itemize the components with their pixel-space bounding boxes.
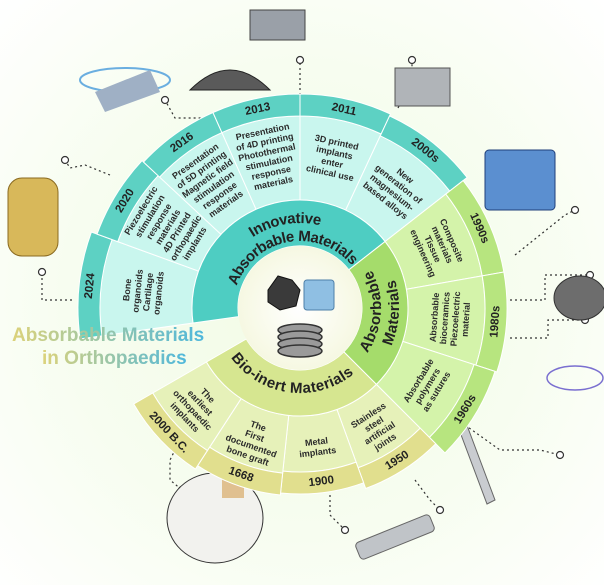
- description-line: Metal: [304, 435, 328, 448]
- bone-organoid-image: [7, 177, 59, 257]
- year-label: 2013: [244, 101, 272, 118]
- printed-implant-image: [394, 67, 451, 107]
- description-line: organoids: [130, 269, 144, 313]
- leader-end-dot: [37, 267, 47, 277]
- magnetic-printed-dome-image: [188, 69, 272, 91]
- category-label: Materials: [379, 279, 403, 348]
- leader-1960s: [464, 424, 561, 456]
- leader-end-dot: [160, 95, 170, 105]
- leader-end-dot: [435, 505, 445, 515]
- year-band: [133, 392, 209, 470]
- description-line: Bone: [121, 278, 133, 301]
- leader-1950: [414, 479, 441, 511]
- year-label: 1980s: [488, 305, 502, 338]
- timeline-segment: 2020Piezoelectricstimulationresponsemate…: [96, 159, 222, 272]
- illustrations: [7, 9, 604, 564]
- title-line-2: in Orthopaedics: [42, 348, 187, 369]
- suture-image: [546, 365, 604, 391]
- piezo-plate-image: [95, 70, 160, 112]
- description-line: enter: [320, 156, 344, 171]
- photothermal-scaffold-image: [249, 9, 306, 41]
- title-line-1: Absorbable Materials: [12, 325, 204, 346]
- leader-end-dot: [555, 450, 565, 460]
- timeline-segment: 2000 B.C.Theearliestorthopaedicimplants: [133, 361, 242, 470]
- lattice-cylinder-ring: [277, 344, 323, 358]
- magnesium-scaffold-image: [484, 149, 556, 211]
- black-porous-scaffold-image: [267, 275, 301, 311]
- timeline-segment: 1900 Metalimplants: [280, 408, 365, 495]
- segment-description: BoneorganoidsCartilageorganoids: [120, 268, 166, 316]
- leader-end-dot: [60, 155, 70, 165]
- segment-description: Metalimplants: [297, 435, 336, 460]
- description-line: Piezoelectric: [448, 291, 462, 347]
- description-line: Cartilage: [141, 272, 155, 311]
- blue-cube-scaffold-image: [303, 279, 335, 311]
- leader-1900: [329, 495, 346, 531]
- segment-description: AbsorbablebioceramicsPiezoelectricmateri…: [428, 290, 473, 348]
- leader-2020: [64, 159, 111, 176]
- year-label: 1900: [308, 474, 335, 489]
- year-label: 2011: [330, 101, 358, 118]
- center-images: [238, 246, 362, 370]
- leader-end-dot: [340, 525, 350, 535]
- year-band: [428, 363, 496, 454]
- leader-2000s: [514, 209, 576, 256]
- segment-description: Presentationof 4D printingPhotothermalst…: [233, 121, 303, 194]
- segment-description: CompositematerialsTissueengineering: [408, 215, 467, 278]
- description-line: material: [460, 302, 472, 337]
- leader-end-dot: [570, 205, 580, 215]
- leader-1980s: [510, 319, 585, 339]
- center-circle: [238, 246, 362, 370]
- description-line: Absorbable: [428, 292, 441, 342]
- description-line: implants: [299, 445, 337, 459]
- description-line: organoids: [151, 271, 165, 315]
- timeline-segment: 1980s AbsorbablebioceramicsPiezoelectricm…: [402, 271, 508, 373]
- year-label: 2024: [83, 272, 98, 299]
- leader-end-dot: [407, 55, 417, 65]
- metal-plate-image: [355, 514, 435, 560]
- description-line: bioceramics: [438, 292, 452, 345]
- leader-2024: [41, 272, 72, 301]
- composite-material-image: [553, 275, 604, 321]
- leader-end-dot: [295, 55, 305, 65]
- diagram-title: Absorbable Materials in Orthopaedics: [12, 325, 204, 369]
